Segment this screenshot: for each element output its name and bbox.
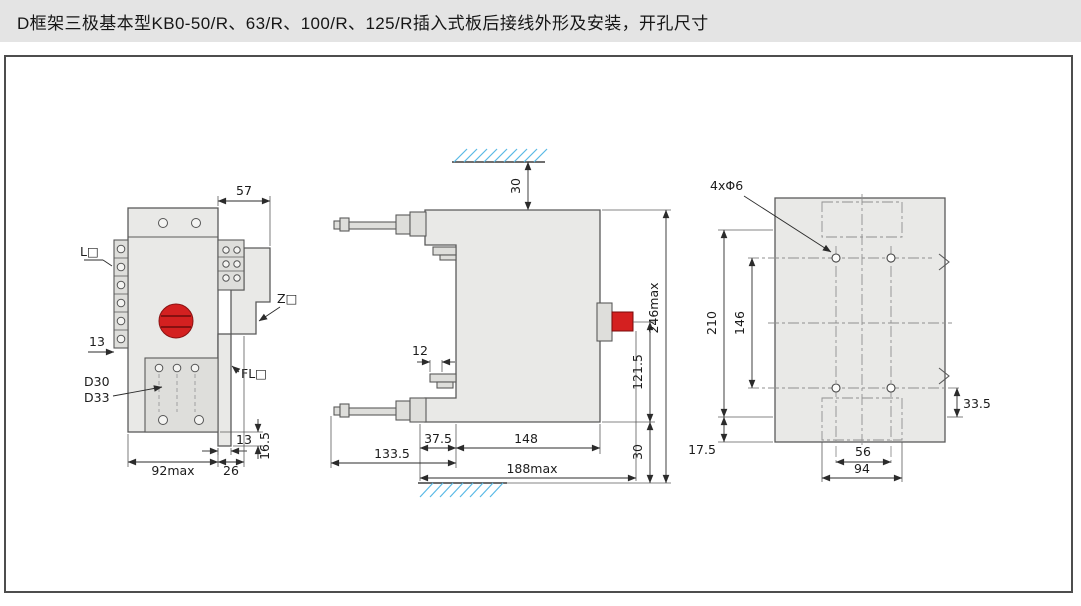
dim-210-label: 210 (704, 311, 719, 335)
ceiling-hatch (453, 148, 548, 163)
label-d33: D33 (84, 390, 110, 405)
dim-148-label: 148 (514, 431, 538, 446)
plug-pin-top (333, 211, 427, 237)
label-d30: D30 (84, 374, 110, 389)
mounting-hole (191, 218, 201, 228)
dim-146-label: 146 (732, 311, 747, 335)
dimension-57: 57 (217, 183, 271, 246)
dim-246max-label: 246max (646, 282, 661, 333)
drill-hole (831, 253, 841, 263)
dim-133-5-label: 133.5 (374, 446, 410, 461)
knob-face (158, 303, 194, 339)
left-terminal-strip (113, 239, 129, 349)
dim-17-5-label: 17.5 (688, 442, 716, 457)
dim-56-label: 56 (855, 444, 871, 459)
dim-30-bottom-label: 30 (630, 444, 645, 460)
lower-block (144, 357, 219, 433)
break-mark (938, 367, 950, 385)
break-mark (938, 253, 950, 271)
dim-188max-label: 188max (506, 461, 557, 476)
label-z-terminal: Z□ (277, 291, 297, 306)
dim-30-top-label: 30 (508, 178, 523, 194)
drill-hole (886, 253, 896, 263)
dim-121-5-label: 121.5 (630, 354, 645, 390)
drill-view: 4xΦ6 210 17.5 146 33.5 56 94 (688, 178, 991, 482)
bottom-stub (429, 373, 457, 383)
dim-13-left-label: 13 (89, 334, 105, 349)
mounting-panel (774, 197, 946, 443)
plug-pin-bottom (333, 397, 427, 423)
mounting-hole (158, 218, 168, 228)
rear-mount-strip (217, 333, 232, 447)
floor-hatch (419, 482, 504, 498)
dim-16-5-label: 16.5 (257, 432, 272, 460)
side-view: 30 (330, 148, 671, 498)
top-stub (432, 246, 457, 256)
dimension-16-5: 16.5 (220, 419, 272, 460)
dimension-12: 12 (412, 343, 455, 372)
side-right-dimensions: 121.5 30 246max (507, 209, 671, 484)
page-title: D框架三极基本型KB0-50/R、63/R、100/R、125/R插入式板后接线… (17, 13, 709, 33)
drill-hole (886, 383, 896, 393)
handle-base (596, 302, 613, 342)
label-4xphi6: 4xΦ6 (710, 178, 743, 193)
dim-92max-label: 92max (151, 463, 194, 478)
dim-57-label: 57 (236, 183, 252, 198)
dim-37-5-label: 37.5 (424, 431, 452, 446)
breaker-body-profile (424, 209, 601, 423)
front-view: 57 L□ 13 Z□ D30 D33 FL□ 13 (80, 183, 297, 478)
dim-33-5-label: 33.5 (963, 396, 991, 411)
label-fl-terminal: FL□ (241, 366, 267, 381)
dim-94-label: 94 (854, 461, 870, 476)
dim-26-label: 26 (223, 463, 239, 478)
label-l-terminal: L□ (80, 244, 99, 259)
drill-hole (831, 383, 841, 393)
title-bar: D框架三极基本型KB0-50/R、63/R、100/R、125/R插入式板后接线… (0, 0, 1081, 42)
breaker-handle (596, 302, 634, 342)
handle-red-lever (611, 311, 634, 332)
side-bottom-dimensions: 37.5 148 133.5 188max (330, 331, 637, 482)
breaker-knob (158, 303, 194, 339)
dimension-92max-26: 92max 26 (127, 336, 245, 478)
dim-12-label: 12 (412, 343, 428, 358)
